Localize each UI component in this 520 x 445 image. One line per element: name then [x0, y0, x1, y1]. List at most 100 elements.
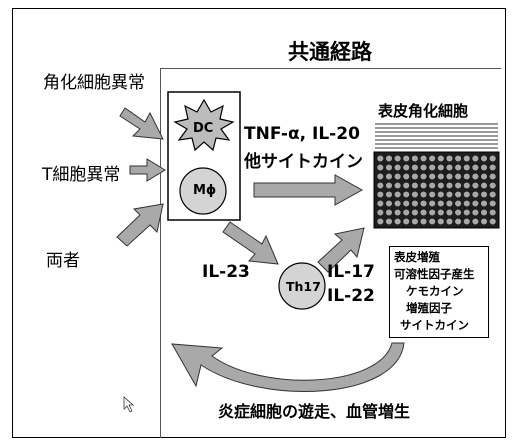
keratinocyte-cell: [385, 181, 393, 190]
keratinocyte-cell: [471, 172, 480, 181]
keratinocyte-cell: [419, 217, 428, 226]
effect-item: 可溶性因子産生: [394, 267, 475, 281]
keratinocyte-cell: [402, 181, 410, 190]
keratinocyte-cell: [437, 181, 445, 190]
keratinocyte-cell: [488, 208, 497, 217]
keratinocyte-cell: [480, 199, 488, 208]
keratinocyte-cell: [463, 172, 471, 181]
dc-label: DC: [193, 121, 214, 136]
cytokine-line1: TNF-α, IL-20: [244, 124, 360, 144]
keratinocyte-cell: [393, 190, 402, 199]
keratinocyte-cell: [376, 154, 385, 163]
keratinocyte-cell: [480, 190, 488, 199]
keratinocyte-cell: [411, 217, 419, 226]
keratinocyte-cell: [385, 163, 393, 172]
keratinocyte-cell: [437, 172, 445, 181]
keratinocyte-cell: [393, 181, 402, 190]
keratinocyte-cell: [471, 163, 480, 172]
keratinocyte-cell: [393, 199, 402, 208]
keratinocyte-cell: [463, 208, 471, 217]
keratinocyte-cell: [393, 172, 402, 181]
th17-label: Th17: [286, 279, 321, 294]
keratinocyte-cell: [376, 217, 385, 226]
keratinocyte-cell: [385, 154, 393, 163]
keratinocyte-cell: [437, 154, 445, 163]
keratinocyte-cell: [437, 163, 445, 172]
keratinocyte-cell: [488, 163, 497, 172]
keratinocyte-cell: [428, 154, 436, 163]
keratinocyte-cell: [402, 199, 410, 208]
slide-frame: [12, 8, 506, 438]
keratinocyte-cell: [480, 208, 488, 217]
label-keratinocyte-abnormal: 角化細胞異常: [43, 73, 145, 93]
keratinocyte-cell: [419, 154, 428, 163]
keratinocyte-cell: [463, 190, 471, 199]
keratinocyte-cell: [463, 181, 471, 190]
th17-circle: [278, 262, 326, 310]
keratinocyte-cell: [488, 172, 497, 181]
keratinocyte-cell: [471, 190, 480, 199]
keratinocyte-cell: [419, 163, 428, 172]
keratinocyte-cell: [471, 199, 480, 208]
keratinocyte-cell: [376, 163, 385, 172]
keratinocyte-cell: [463, 199, 471, 208]
epidermis-stripes: [375, 123, 498, 149]
target-label: 表皮角化細胞: [378, 102, 469, 120]
keratinocyte-cell: [437, 190, 445, 199]
keratinocyte-cell: [445, 172, 454, 181]
keratinocyte-cell: [454, 208, 462, 217]
keratinocyte-cell: [419, 181, 428, 190]
effect-item: 表皮増殖: [394, 250, 440, 264]
keratinocyte-cell: [445, 199, 454, 208]
keratinocyte-cell: [488, 181, 497, 190]
keratinocyte-cell: [428, 217, 436, 226]
keratinocyte-cell: [454, 163, 462, 172]
keratinocyte-cell: [385, 217, 393, 226]
arrow-to-th17: [222, 221, 279, 265]
keratinocyte-cell: [419, 199, 428, 208]
keratinocyte-cell: [428, 199, 436, 208]
keratinocyte-cell: [437, 199, 445, 208]
keratinocyte-cell: [393, 208, 402, 217]
keratinocyte-cell: [445, 163, 454, 172]
il22-label: IL-22: [327, 286, 375, 306]
keratinocyte-cell: [454, 181, 462, 190]
keratinocyte-cell: [488, 199, 497, 208]
keratinocyte-grid: [373, 151, 500, 229]
keratinocyte-cell: [488, 217, 497, 226]
keratinocyte-cell: [471, 181, 480, 190]
effect-item: サイトカイン: [400, 318, 469, 332]
keratinocyte-cell: [445, 181, 454, 190]
keratinocyte-cell: [428, 172, 436, 181]
keratinocyte-cell: [419, 172, 428, 181]
keratinocyte-cell: [376, 181, 385, 190]
arrow-tcell-input: [129, 158, 166, 182]
arrow-keratinocyte-input: [119, 107, 164, 140]
keratinocyte-cell: [411, 208, 419, 217]
arrow-to-keratinocyte: [253, 174, 364, 206]
keratinocyte-cell: [488, 154, 497, 163]
arrow-th17-to-keratinocyte: [317, 227, 365, 273]
mouse-cursor-icon: [123, 396, 135, 413]
keratinocyte-cell: [411, 199, 419, 208]
keratinocyte-cell: [445, 217, 454, 226]
keratinocyte-cell: [411, 181, 419, 190]
keratinocyte-cell: [402, 154, 410, 163]
keratinocyte-cell: [463, 154, 471, 163]
keratinocyte-cell: [428, 208, 436, 217]
keratinocyte-cell: [445, 208, 454, 217]
keratinocyte-cells: [376, 154, 497, 226]
keratinocyte-cell: [411, 190, 419, 199]
keratinocyte-cell: [463, 217, 471, 226]
keratinocyte-cell: [385, 199, 393, 208]
cytokine-line2: 他サイトカイン: [244, 152, 363, 172]
keratinocyte-cell: [402, 190, 410, 199]
il23-label: IL-23: [202, 262, 250, 282]
keratinocyte-cell: [428, 163, 436, 172]
keratinocyte-cell: [471, 217, 480, 226]
label-tcell-abnormal: T細胞異常: [42, 165, 121, 185]
bottom-caption: 炎症細胞の遊走、血管増生: [218, 402, 411, 421]
keratinocyte-cell: [480, 172, 488, 181]
pathway-panel: [160, 68, 501, 438]
effects-box: 表皮増殖 可溶性因子産生 ケモカイン 増殖因子 サイトカイン: [389, 246, 489, 338]
